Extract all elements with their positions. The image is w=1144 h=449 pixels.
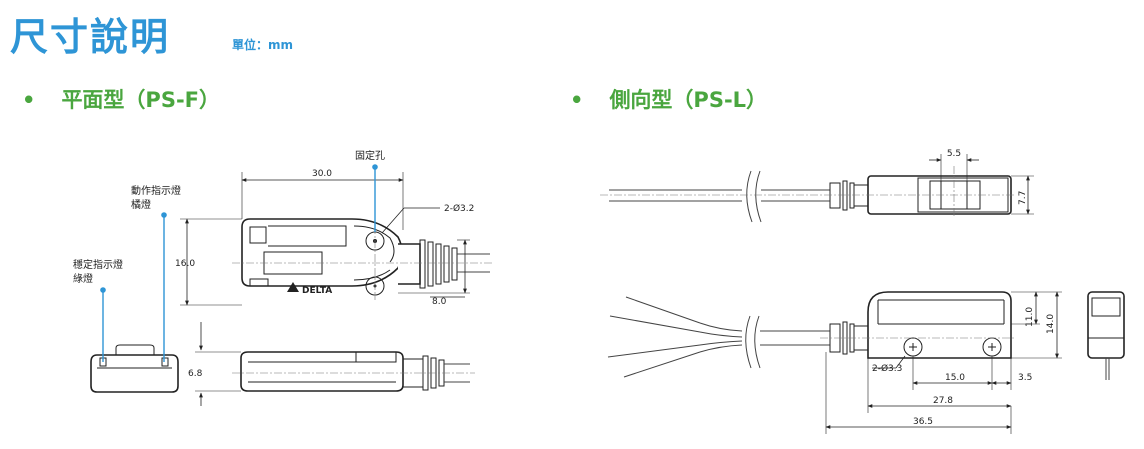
dim-hole-ps-l: 2-Ø3.3 [872, 363, 902, 374]
brand-logo: DELTA [302, 286, 332, 296]
callout-mount-hole: 固定孔 [355, 149, 385, 162]
ps-f-end-view [90, 344, 179, 393]
ps-f-side-view: 6.8 [188, 322, 475, 406]
dim-body-len: 27.8 [933, 396, 953, 406]
dim-body-h2: 14.0 [1046, 314, 1056, 334]
bullet: • [22, 88, 36, 112]
callout-operation-led-2: 橘燈 [131, 199, 151, 211]
dim-body-h1: 11.0 [1025, 307, 1035, 327]
ps-l-front-dimensions: 11.0 14.0 2-Ø3.3 15.0 3.5 27.8 36.5 [825, 291, 1062, 434]
ps-l-front-view [607, 291, 1014, 378]
ps-f-dimensions: 30.0 16.0 2-Ø3.2 8.0 [175, 169, 474, 307]
ps-l-top-dimensions: 5.5 7.7 [929, 149, 1034, 215]
bullet: • [570, 88, 584, 112]
section-label-ps-f: 平面型（PS-F） [61, 88, 221, 112]
ps-l-top-view [600, 166, 1016, 223]
section-label-ps-l: 側向型（PS-L） [609, 88, 768, 112]
page-title: 尺寸說明 [10, 15, 171, 59]
ps-f-top-view: DELTA [232, 218, 492, 300]
dim-height: 16.0 [175, 259, 195, 269]
section-heading-ps-f: • 平面型（PS-F） [22, 84, 220, 114]
callout-operation-led-1: 動作指示燈 [131, 184, 181, 197]
callout-stability-led-1: 穩定指示燈 [73, 258, 123, 271]
dim-hole-pitch: 15.0 [945, 373, 965, 383]
ps-l-end-view [1087, 291, 1125, 380]
dim-cable-offset: 8.0 [432, 297, 447, 307]
ps-f-callouts: 固定孔 動作指示燈 橘燈 穩定指示燈 綠燈 [73, 149, 385, 362]
dim-window: 5.5 [947, 149, 961, 159]
dim-edge: 3.5 [1018, 373, 1032, 383]
dim-overall: 36.5 [913, 417, 933, 427]
dim-length: 30.0 [312, 169, 332, 179]
callout-stability-led-2: 綠燈 [73, 273, 93, 285]
dim-hole: 2-Ø3.2 [444, 203, 474, 214]
dim-height-top: 7.7 [1018, 191, 1028, 205]
dim-thickness: 6.8 [188, 369, 203, 379]
section-heading-ps-l: • 側向型（PS-L） [570, 84, 767, 114]
unit-label: 單位：mm [232, 38, 294, 52]
